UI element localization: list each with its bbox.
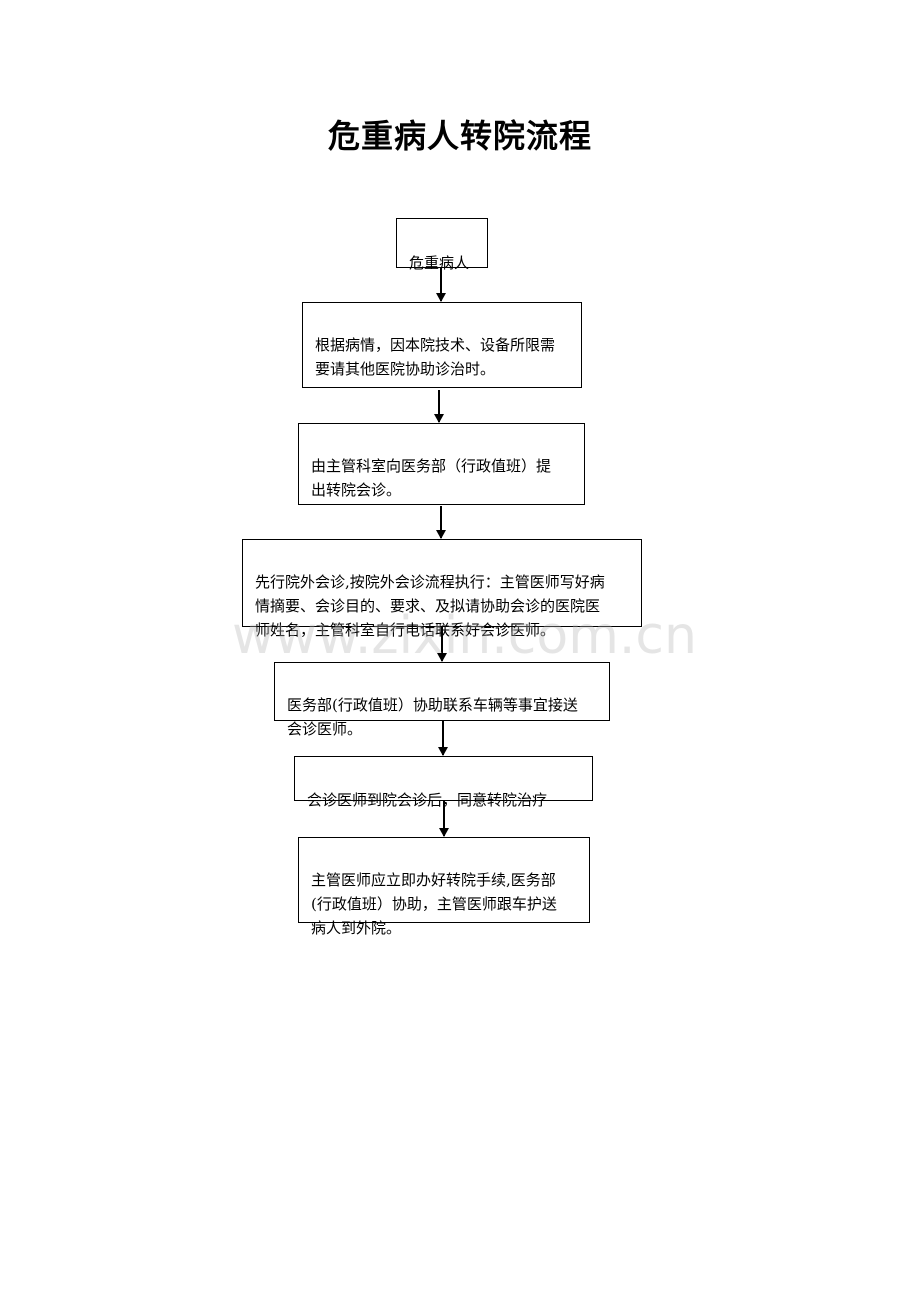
flow-step-1-critical-patient: 危重病人: [396, 218, 488, 272]
flow-step-6-consultation-agreed: 会诊医师到院会诊后，同意转院治疗: [294, 756, 593, 809]
flow-step-3-request-consultation: 由主管科室向医务部（行政值班）提 出转院会诊。: [298, 423, 585, 505]
flow-step-3-text: 由主管科室向医务部（行政值班）提 出转院会诊。: [311, 457, 552, 499]
flow-step-5-arrange-transport: 医务部(行政值班）协助联系车辆等事宜接送 会诊医师。: [274, 662, 610, 738]
flow-step-4-external-consultation: 先行院外会诊,按院外会诊流程执行：主管医师写好病 情摘要、会诊目的、要求、及拟请…: [242, 539, 642, 639]
page-title: 危重病人转院流程: [327, 117, 592, 155]
flow-step-7-text: 主管医师应立即办好转院手续,医务部 (行政值班）协助，主管医师跟车护送 病人到外…: [311, 871, 557, 937]
flow-arrow-4: [437, 627, 447, 662]
flow-step-7-transfer-procedure: 主管医师应立即办好转院手续,医务部 (行政值班）协助，主管医师跟车护送 病人到外…: [298, 837, 590, 937]
flow-arrow-3: [436, 506, 446, 539]
flow-step-5-text: 医务部(行政值班）协助联系车辆等事宜接送 会诊医师。: [287, 696, 578, 738]
flow-arrow-5: [438, 721, 448, 756]
flow-arrow-6: [439, 801, 449, 837]
flow-step-1-text: 危重病人: [409, 254, 470, 272]
flow-step-4-text: 先行院外会诊,按院外会诊流程执行：主管医师写好病 情摘要、会诊目的、要求、及拟请…: [255, 573, 605, 639]
flow-arrow-2: [434, 390, 444, 423]
flow-arrow-1: [436, 268, 446, 302]
flow-step-6-text: 会诊医师到院会诊后，同意转院治疗: [307, 791, 548, 809]
flow-step-2-condition-assessment: 根据病情，因本院技术、设备所限需 要请其他医院协助诊治时。: [302, 302, 582, 388]
flow-step-2-text: 根据病情，因本院技术、设备所限需 要请其他医院协助诊治时。: [315, 336, 556, 378]
